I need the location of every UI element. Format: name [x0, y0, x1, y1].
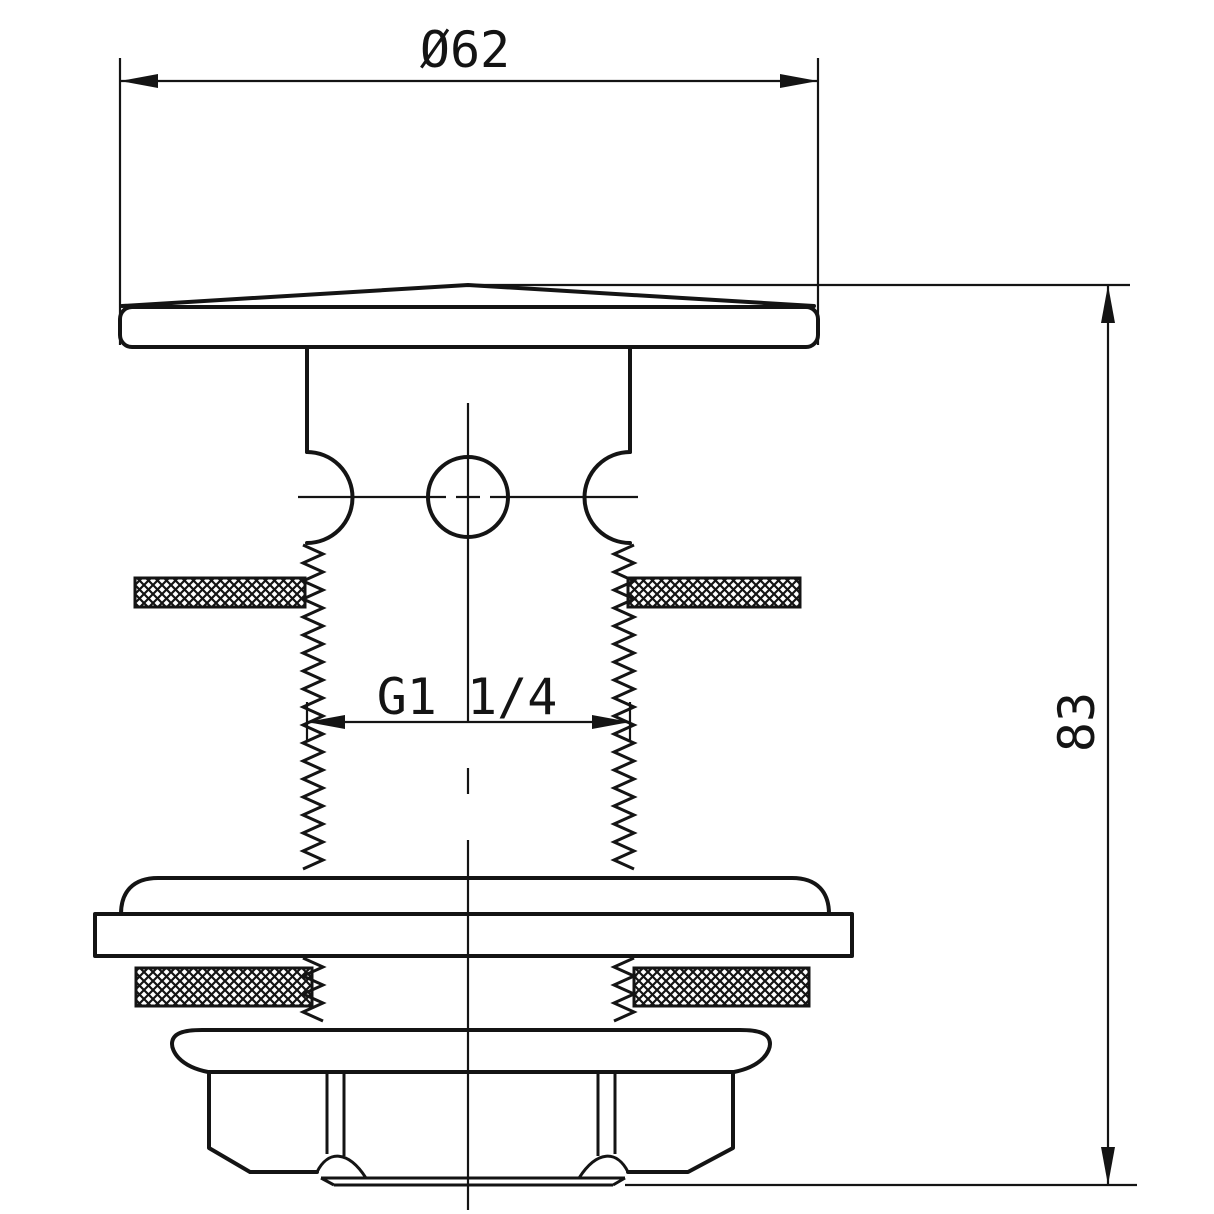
arrowhead-thread-right [592, 715, 630, 729]
arrowhead-up [1101, 285, 1115, 323]
height-dimension: 83 [474, 283, 1137, 1187]
extension-lines-top [118, 58, 820, 345]
backnut-flange [170, 1028, 772, 1074]
hex-right-profile [626, 1070, 735, 1174]
thread-size-label: G1 1/4 [377, 668, 558, 726]
hatch-top-right [626, 576, 802, 609]
centerlines [298, 403, 638, 1210]
hex-chamfer-curves [315, 1154, 630, 1179]
backnut [170, 1028, 772, 1187]
cap [118, 283, 820, 349]
threaded-shank [299, 543, 638, 1023]
gasket-hatch-sections [133, 576, 811, 1008]
neck-sides [305, 345, 632, 454]
washer-plate [93, 876, 854, 958]
hatch-bottom-right [632, 966, 811, 1008]
diameter-label: Ø62 [420, 21, 510, 79]
height-label: 83 [1048, 692, 1106, 752]
arrowhead-thread-left [307, 715, 345, 729]
thread-upper-left [299, 543, 327, 871]
extension-lines-right [474, 283, 1137, 1187]
thread-dimension: G1 1/4 [305, 668, 632, 742]
hex-left-profile [207, 1070, 319, 1174]
backnut-bottom-face [320, 1176, 626, 1187]
thread-upper-right [610, 543, 638, 871]
arrowhead-right [780, 74, 818, 88]
cap-base [118, 305, 820, 349]
washer-flat [93, 912, 854, 958]
hatch-bottom-left [134, 966, 314, 1008]
hatch-top-left [133, 576, 307, 609]
arrowhead-left [120, 74, 158, 88]
hex-facet-lines [325, 1072, 617, 1156]
thread-lower-left [299, 956, 327, 1023]
washer-dome [119, 876, 831, 916]
top-diameter-dimension: Ø62 [118, 21, 820, 345]
arrowhead-down [1101, 1147, 1115, 1185]
cap-dome-lines [120, 283, 816, 308]
thread-lower-right [610, 956, 638, 1023]
